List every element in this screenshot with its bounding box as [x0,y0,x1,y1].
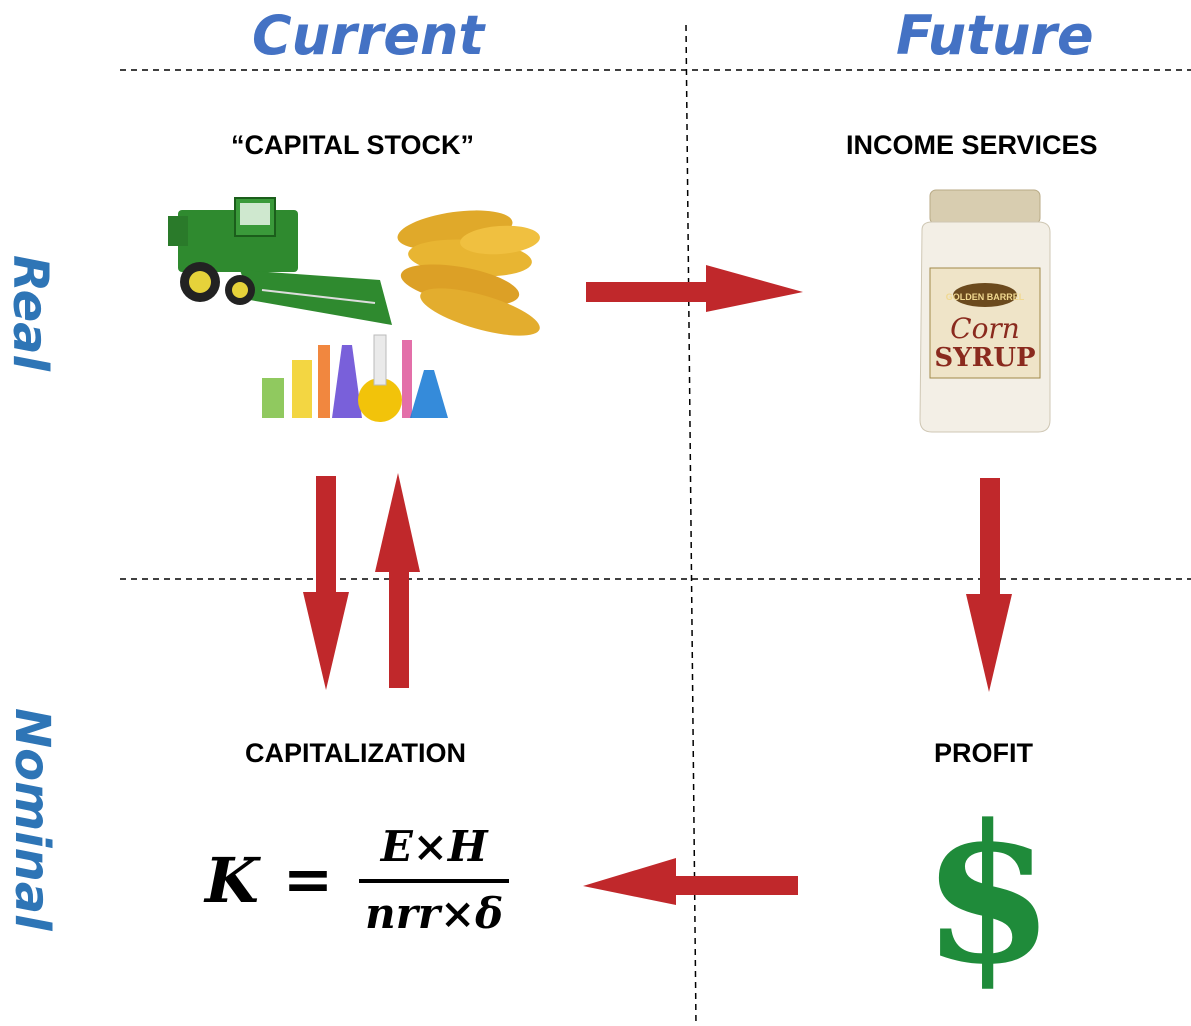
dollar-sign-icon: $ [922,783,1055,1006]
corn-syrup-jar-icon: GOLDEN BARREL Corn SYRUP [919,189,1051,433]
capitalization-formula: K = E×H nrr×δ [205,822,510,938]
jar-brand-text: GOLDEN BARREL [946,292,1025,302]
formula-lhs: K [205,843,259,917]
arrow-left [583,858,798,905]
formula-denominator: nrr×δ [365,889,504,938]
lab-flasks-icon [262,334,448,422]
arrow-right [586,265,803,312]
combine-harvester-icon [168,197,392,325]
arrow-down-right [966,478,1012,692]
label-capitalization: CAPITALIZATION [245,738,466,768]
row-heading-real: Real [2,255,58,371]
jar-label-line1: Corn [950,312,1020,345]
arrow-down-left [303,476,349,690]
label-income-services: INCOME SERVICES [846,130,1098,160]
column-heading-current: Current [252,4,485,67]
label-profit: PROFIT [934,738,1033,768]
divider-vertical [685,24,697,1026]
corn-cobs-icon [397,210,540,336]
arrow-up-left [375,473,420,688]
label-capital-stock: “CAPITAL STOCK” [231,130,475,160]
formula-numerator: E×H [380,822,488,871]
formula-equals: = [282,845,334,915]
formula-fraction-bar [359,879,510,883]
jar-label-line2: SYRUP [934,343,1035,373]
row-heading-nominal: Nominal [4,708,60,931]
column-heading-future: Future [896,4,1094,67]
formula-fraction: E×H nrr×δ [359,822,510,938]
